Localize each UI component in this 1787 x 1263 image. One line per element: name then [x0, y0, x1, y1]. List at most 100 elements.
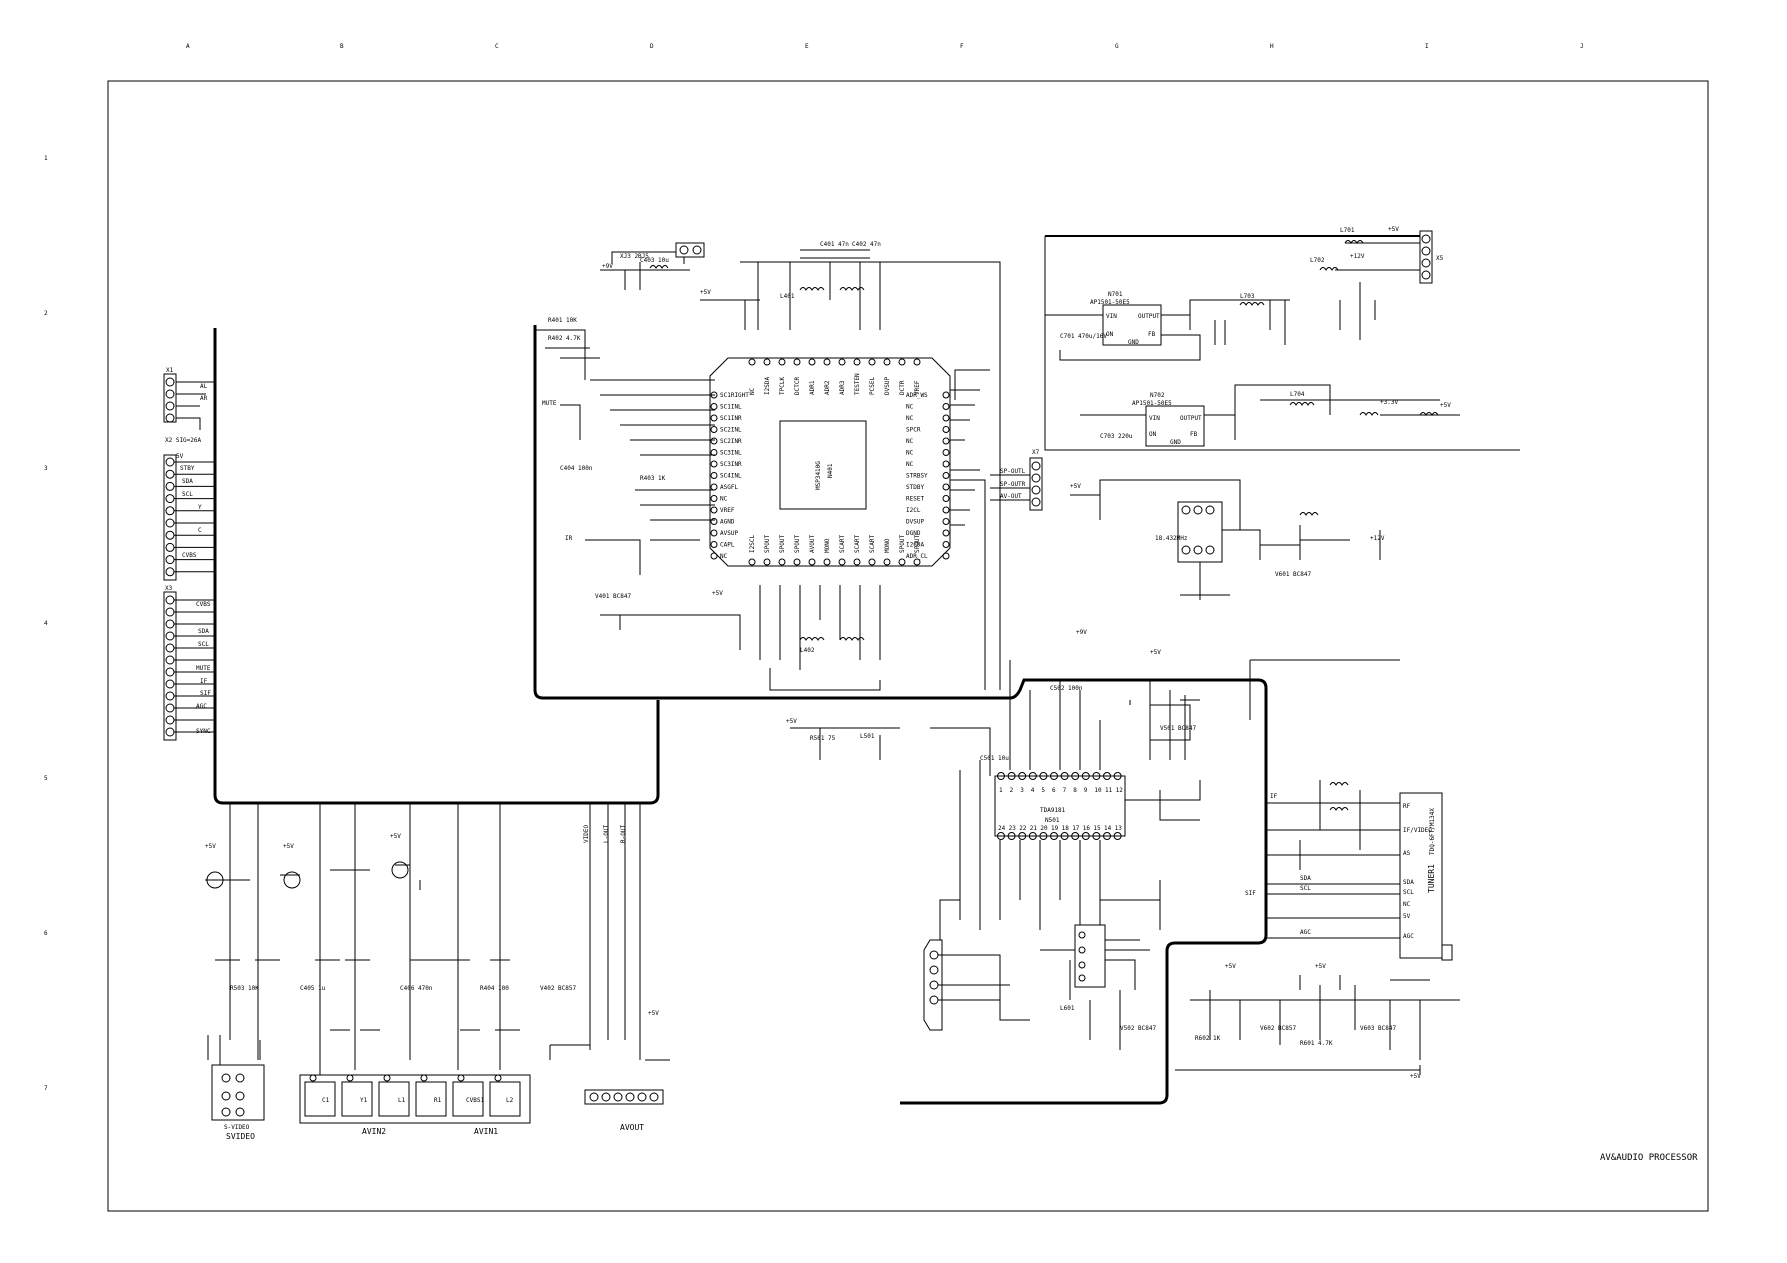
audio-ic-labels: MUTE IR +9V +5V +5V R401 10K R402 4.7K V…	[542, 241, 881, 654]
x5-pin-5v: +5V	[1388, 226, 1399, 233]
video-ic-pin	[1081, 832, 1090, 840]
avin-jack-strip: C1 Y1 L1 R1 CVBS1 L2 AVIN2 AVIN1	[299, 1074, 531, 1136]
left-signal-bus	[213, 325, 1268, 1105]
grid-col-label: F	[960, 43, 964, 50]
svideo-jack-label: S-VIDEO	[224, 1124, 250, 1131]
audio-ic-pin	[942, 472, 950, 479]
video-ic-pin	[1018, 832, 1027, 840]
connector-x3-label: X3	[165, 585, 173, 592]
grid-row-label: 1	[44, 155, 48, 162]
x2-pin-5v: 5V	[176, 453, 184, 460]
tuner-part: TDQ-6FT/M134X	[1429, 808, 1436, 855]
video-ic-pin	[1028, 772, 1037, 780]
av-jack-contact	[457, 1074, 465, 1082]
audio-ic-left-pin-label: SC1INR	[720, 415, 742, 422]
avin-label-r1: R1	[434, 1097, 442, 1104]
audio-ic-right-pin-label: STDBY	[906, 484, 924, 491]
audio-ic-pin	[942, 518, 950, 525]
l702-label: L702	[1310, 257, 1325, 264]
audio-ic-pin	[710, 552, 718, 560]
audio-ic-right-pin-label: NC	[906, 461, 914, 468]
audio-ic-pin	[710, 414, 718, 422]
x3-pin-cvbs: CVBS	[196, 601, 211, 608]
grid-col-label: D	[650, 43, 654, 50]
x2-pin-cvbs: CVBS	[182, 552, 197, 559]
audio-ic-left-pin-label: ASGFL	[720, 484, 738, 491]
avin1-label: AVIN1	[474, 1127, 498, 1136]
video-ic-pin-number: 8	[1073, 787, 1077, 794]
avout-pin-lout: L-OUT	[603, 825, 610, 843]
n702-pin-on: ON	[1149, 431, 1157, 438]
audio-coils	[649, 265, 865, 641]
oscillator-section: 18.432MHz +5V +12V V601 BC847	[1070, 479, 1385, 600]
x3-pin-sda: SDA	[198, 628, 209, 635]
vcc9-net-label-2: +9V	[1076, 629, 1087, 636]
grid-col-label: I	[1425, 43, 1429, 50]
x3-pin-scl: SCL	[198, 641, 209, 648]
input-buffers	[205, 803, 670, 1080]
c405-label: C405 1u	[300, 985, 326, 992]
svideo-jack: S-VIDEO SVIDEO	[211, 1064, 265, 1141]
video-ic-pin-number: 24	[998, 825, 1006, 832]
av-jack-contact	[494, 1074, 502, 1082]
vcc5-net-label-3: +5V	[1440, 402, 1451, 409]
r602-label: R602 1K	[1195, 1035, 1221, 1042]
audio-ic-pin	[883, 558, 891, 566]
audio-ic-bottom-pin-label: AVOUT	[809, 535, 816, 553]
audio-ic-pin	[710, 460, 718, 468]
audio-ic-pin	[710, 541, 718, 548]
audio-ic-pin	[942, 552, 950, 560]
av-jack-cell	[341, 1081, 373, 1117]
video-ic-labels: +5V +9V +5V R501 75 C501 10u C502 100n L…	[786, 629, 1197, 1032]
c502-label: C502 100n	[1050, 685, 1083, 692]
audio-ic-left-pin-label: SC1INL	[720, 404, 742, 411]
video-ic-pin-number: 18	[1062, 825, 1070, 832]
r503-label: R503 10K	[230, 985, 259, 992]
n702-pin-vin: VIN	[1149, 415, 1160, 422]
audio-ic-right-pin-label: I2CDA	[906, 542, 924, 549]
video-ic-pin	[1007, 772, 1016, 780]
tuner-name: TUNER1	[1427, 864, 1436, 893]
audio-ic-wiring: XJ3 2BJ5	[535, 242, 1030, 691]
l501-label: L501	[860, 733, 875, 740]
audio-ic-pin	[808, 358, 816, 366]
video-ic-pin	[1092, 832, 1101, 840]
video-ic-pin-number: 19	[1051, 825, 1059, 832]
vcc5-net-label-11: +5V	[283, 843, 294, 850]
audio-ic-left-pin-label: SC3INR	[720, 461, 742, 468]
tuner-pin-sda: SDA	[1403, 879, 1414, 886]
video-ic-pin-number: 14	[1104, 825, 1112, 832]
video-ic-pin	[1060, 832, 1069, 840]
audio-ic-left-pin-label: SC2INR	[720, 438, 742, 445]
x3-pin-sync: SYNC	[196, 728, 211, 735]
sheet-border	[107, 80, 1709, 1212]
audio-ic-top-pin-label: TESTEN	[854, 373, 861, 395]
connector-x2: X2 SIG=26A 5V STBY SDA SCL Y C CVBS	[163, 437, 215, 581]
audio-ic-right-pin-label: NC	[906, 438, 914, 445]
input-buffer-labels: +5V +5V +5V +5V R503 10K C405 1u C406 47…	[205, 833, 659, 1017]
vcc33-net-label: +3.3V	[1380, 399, 1398, 406]
vcc5-net-label-2: +5V	[712, 590, 723, 597]
audio-ic-bottom-pin-label: MONO	[824, 538, 831, 553]
v601-label: V601 BC847	[1275, 571, 1312, 578]
audio-ic-left-pin-label: SC1RIGHT	[720, 392, 749, 399]
video-ic-pin	[1039, 772, 1048, 780]
video-ic-pin	[1071, 772, 1080, 780]
video-ic-pin-number: 6	[1052, 787, 1056, 794]
l402-label: L402	[800, 647, 815, 654]
vcc5-net-label-9: +5V	[1410, 1073, 1421, 1080]
x2-pin-c: C	[198, 527, 202, 534]
v603-label: V603 BC847	[1360, 1025, 1397, 1032]
audio-ic-designator: N401	[827, 463, 834, 478]
x7-pin-2: SP-OUTR	[1000, 481, 1026, 488]
tuner-module: TUNER1 TDQ-6FT/M134X RF IF/VIDEO AS SDA …	[1245, 780, 1453, 961]
audio-ic-pin	[942, 403, 950, 410]
x4-label: XJ3 2BJ5	[620, 253, 649, 260]
av-jack-cell	[304, 1081, 336, 1117]
avin-label-l1: L1	[398, 1097, 406, 1104]
video-ic-pin	[997, 832, 1005, 840]
audio-ic-pin	[898, 358, 906, 366]
video-ic-pin	[1050, 772, 1058, 780]
video-ic-pin	[1007, 832, 1016, 840]
